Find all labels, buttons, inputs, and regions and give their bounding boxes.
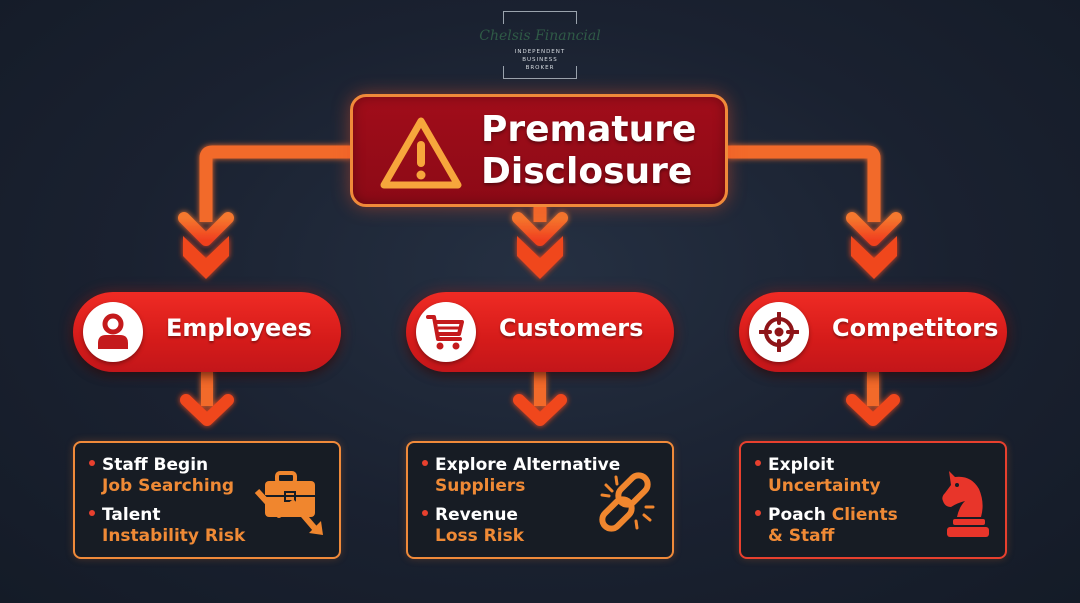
logo-script-name: Chelsis Financial bbox=[479, 28, 601, 44]
bullet-item: Exploit Uncertainty bbox=[755, 455, 881, 497]
arrow-center-branch bbox=[512, 207, 568, 279]
logo-frame-top bbox=[503, 11, 577, 24]
bullet-dot bbox=[422, 510, 428, 516]
category-label: Customers bbox=[499, 314, 644, 342]
bullet-item: Staff Begin Job Searching bbox=[89, 455, 234, 497]
competitors-risk-card: Exploit Uncertainty Poach Clients & Staf… bbox=[739, 441, 1007, 559]
shopping-cart-icon bbox=[426, 315, 464, 350]
competitors-icon-circle bbox=[749, 302, 809, 362]
customers-risk-card: Explore Alternative Suppliers Revenue Lo… bbox=[406, 441, 674, 559]
bullet-dot bbox=[422, 460, 428, 466]
arrow-left-branch bbox=[178, 145, 352, 279]
arrow-right-branch bbox=[728, 145, 902, 279]
logo-frame-bottom bbox=[503, 66, 577, 79]
crosshair-target-icon bbox=[759, 312, 799, 352]
category-customers: Customers bbox=[406, 292, 674, 372]
brand-logo: Chelsis Financial INDEPENDENT BUSINESS B… bbox=[479, 11, 601, 79]
employees-icon-circle bbox=[83, 302, 143, 362]
bullet-dot bbox=[89, 510, 95, 516]
logo-subtitle: INDEPENDENT BUSINESS BROKER bbox=[514, 49, 566, 71]
bullet-dot bbox=[89, 460, 95, 466]
category-label: Competitors bbox=[832, 314, 999, 342]
bullet-dot bbox=[755, 510, 761, 516]
warning-triangle-icon bbox=[380, 117, 462, 189]
customers-icon-circle bbox=[416, 302, 476, 362]
arrows-to-cards bbox=[180, 372, 900, 426]
bullet-dot bbox=[755, 460, 761, 466]
premature-disclosure-title: Premature Disclosure bbox=[350, 94, 728, 207]
user-icon bbox=[98, 313, 128, 349]
title-text: Premature Disclosure bbox=[481, 109, 697, 192]
bullet-item: Explore Alternative Suppliers bbox=[422, 455, 620, 497]
bullet-item: Poach Clients & Staff bbox=[755, 505, 898, 547]
bullet-item: Revenue Loss Risk bbox=[422, 505, 524, 547]
employees-risk-card: Staff Begin Job Searching Talent Instabi… bbox=[73, 441, 341, 559]
bullet-item: Talent Instability Risk bbox=[89, 505, 245, 547]
chess-knight-icon bbox=[942, 471, 989, 537]
briefcase-decline-icon bbox=[254, 471, 323, 535]
category-label: Employees bbox=[166, 314, 312, 342]
category-competitors: Competitors bbox=[739, 292, 1007, 372]
category-employees: Employees bbox=[73, 292, 341, 372]
broken-chain-link-icon bbox=[599, 472, 655, 532]
